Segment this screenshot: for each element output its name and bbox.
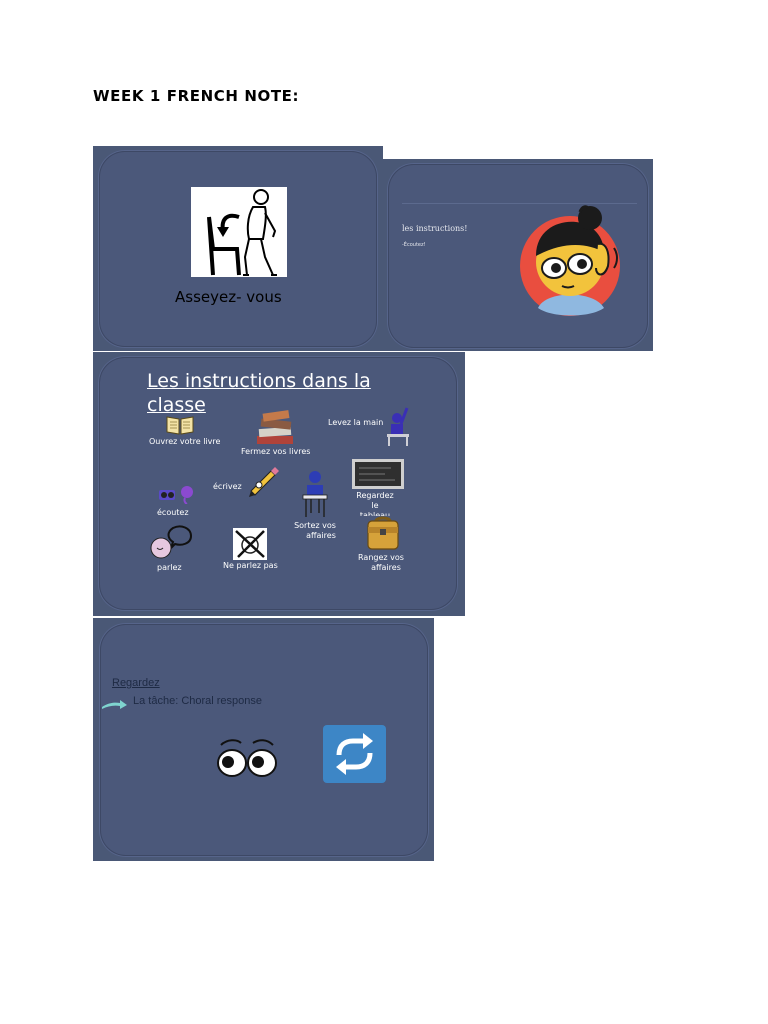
task-text: La tâche: Choral response — [133, 695, 263, 707]
label-regardez: Regardez le tableau — [355, 491, 395, 516]
pencil-icon — [245, 465, 279, 501]
blackboard-icon — [351, 458, 405, 494]
label-fermez: Fermez vos livres — [241, 447, 311, 456]
school-bag-icon — [364, 515, 402, 557]
label-ecoutez: écoutez — [157, 508, 189, 517]
label-sortez: Sortez vos affaires — [289, 521, 341, 541]
no-talking-icon — [232, 527, 268, 565]
looking-eyes-icon — [215, 737, 279, 785]
right-arrow-icon — [100, 696, 128, 715]
listening-girl-icon — [518, 204, 628, 319]
label-ecrivez: écrivez — [213, 482, 242, 491]
label-rangez: Rangez vos affaires — [355, 553, 407, 573]
slide-panel: Regardez La tâche: Choral response — [100, 624, 428, 856]
slide-regardez: Regardez La tâche: Choral response — [93, 618, 434, 861]
label-regardez-line3: tableau — [359, 511, 391, 516]
slide-asseyez-vous: Asseyez- vous — [93, 146, 383, 351]
label-ouvrez: Ouvrez votre livre — [149, 437, 221, 446]
refresh-icon — [336, 733, 373, 775]
listening-icon — [157, 482, 197, 508]
label-rangez-line1: Rangez vos — [358, 553, 404, 562]
slide-title: Les instructions dans la classe — [147, 370, 371, 416]
slide-panel: Asseyez- vous — [99, 151, 377, 347]
talking-icon — [147, 524, 193, 564]
slide-panel: Les instructions dans la classe Ouvrez v… — [99, 357, 457, 610]
label-sortez-line1: Sortez vos — [294, 521, 336, 530]
sit-down-icon — [191, 187, 287, 277]
regardez-link[interactable]: Regardez — [112, 677, 160, 689]
label-rangez-line2: affaires — [371, 563, 401, 572]
label-sortez-line2: affaires — [306, 531, 336, 540]
divider — [402, 203, 637, 204]
student-desk-icon — [301, 469, 329, 521]
closed-books-icon — [253, 410, 297, 450]
label-parlez: parlez — [157, 563, 182, 572]
slide-ecoutez: les instructions! -Écoutez! — [383, 159, 653, 351]
slide-subtitle: -Écoutez! — [402, 242, 426, 248]
label-levez: Levez la main — [328, 418, 384, 427]
slide-panel: les instructions! -Écoutez! — [388, 164, 648, 348]
page-title: WEEK 1 FRENCH NOTE: — [93, 87, 300, 105]
slide-caption: Asseyez- vous — [175, 288, 282, 306]
raise-hand-icon — [385, 402, 413, 450]
label-ne-parlez: Ne parlez pas — [223, 561, 278, 570]
slide-classroom-instructions: Les instructions dans la classe Ouvrez v… — [93, 352, 465, 616]
open-book-icon — [165, 414, 195, 440]
label-regardez-line2: le — [371, 501, 379, 510]
refresh-button[interactable] — [323, 725, 386, 783]
label-regardez-line1: Regardez — [356, 491, 394, 500]
slide-title: les instructions! — [402, 224, 468, 233]
